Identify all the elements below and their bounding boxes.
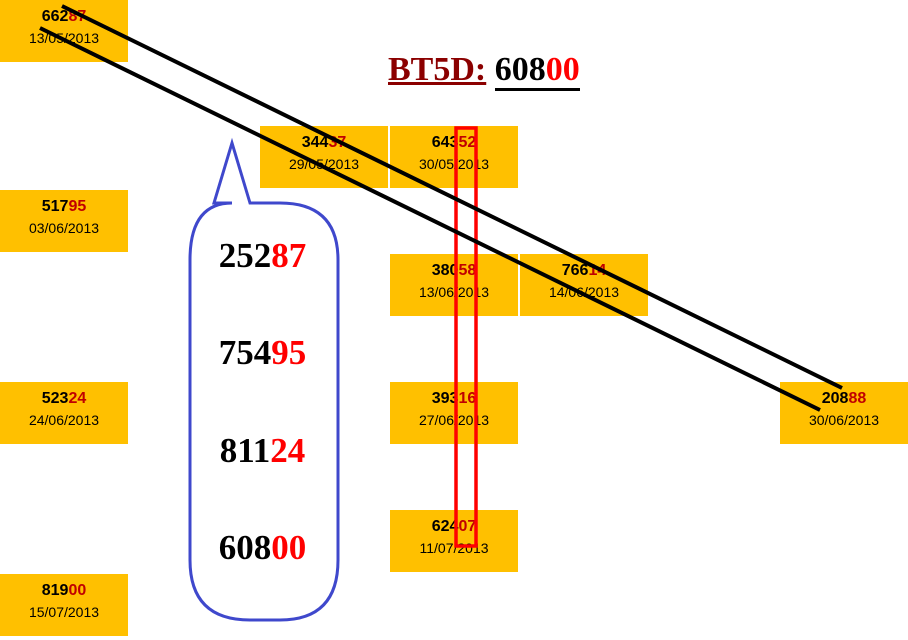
result-number: 38058 <box>431 262 477 279</box>
column-highlight-box <box>454 126 478 548</box>
result-number: 51795 <box>41 198 87 215</box>
result-cell: 66287 13/05/2013 <box>0 0 128 62</box>
result-cell: 51795 03/06/2013 <box>0 190 128 252</box>
diagonal-line <box>39 26 821 412</box>
bubble-number: 75495 <box>218 333 307 372</box>
title-value-head: 608 <box>494 51 546 88</box>
result-cell: 52324 24/06/2013 <box>0 382 128 444</box>
result-date: 30/05/2013 <box>418 156 490 172</box>
result-date: 03/06/2013 <box>28 220 100 236</box>
result-date: 11/07/2013 <box>419 540 489 556</box>
result-number: 64352 <box>431 134 477 151</box>
result-cell: 20888 30/06/2013 <box>780 382 908 444</box>
result-number: 52324 <box>41 390 87 407</box>
result-date: 27/06/2013 <box>418 412 490 428</box>
bubble-number: 25287 <box>218 236 307 275</box>
result-date: 15/07/2013 <box>28 604 100 620</box>
result-date: 30/06/2013 <box>808 412 880 428</box>
result-cell: 81900 15/07/2013 <box>0 574 128 636</box>
result-cell: 64352 30/05/2013 <box>390 126 518 188</box>
result-cell: 76614 14/06/2013 <box>520 254 648 316</box>
result-date: 13/06/2013 <box>418 284 490 300</box>
result-date: 24/06/2013 <box>28 412 100 428</box>
page-title: BT5D: 60800 <box>388 48 580 92</box>
bubble-number: 60800 <box>218 528 307 567</box>
result-number: 81900 <box>41 582 87 599</box>
bubble-number: 81124 <box>219 431 306 470</box>
result-cell: 38058 13/06/2013 <box>390 254 518 316</box>
result-cell: 62407 11/07/2013 <box>390 510 518 572</box>
title-value: 60800 <box>494 51 580 91</box>
result-cell: 39316 27/06/2013 <box>390 382 518 444</box>
diagonal-line <box>61 4 843 390</box>
speech-bubble-outline <box>188 137 340 622</box>
result-number: 20888 <box>821 390 867 407</box>
result-number: 39316 <box>431 390 477 407</box>
title-label: BT5D: <box>388 51 487 88</box>
title-value-tail: 00 <box>545 51 580 88</box>
result-number: 62407 <box>431 518 477 535</box>
result-number: 66287 <box>41 8 87 25</box>
